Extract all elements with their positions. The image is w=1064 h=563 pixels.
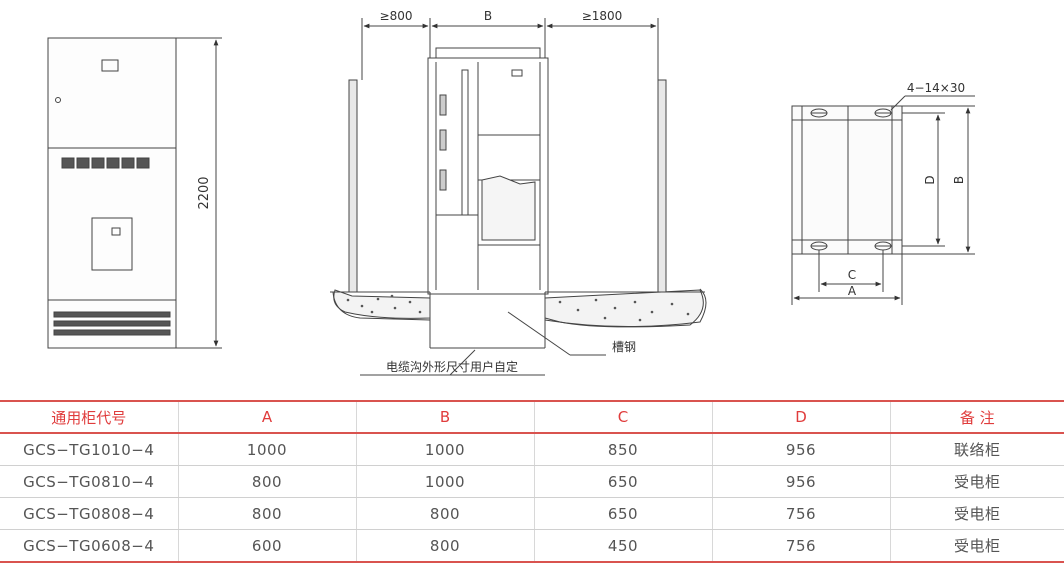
dimension-c-label: C (848, 268, 856, 282)
cell-b: 1000 (356, 433, 535, 466)
table-row: GCS−TG0608−4 600 800 450 756 受电柜 (0, 529, 1064, 563)
header-model: 通用柜代号 (0, 400, 179, 434)
header-c: C (534, 400, 713, 434)
vent-slots (53, 311, 171, 336)
header-d: D (712, 400, 891, 434)
base-plan-view (791, 95, 975, 305)
cell-a: 600 (178, 529, 357, 563)
table-row: GCS−TG0810−4 800 1000 650 956 受电柜 (0, 465, 1064, 498)
dimension-a-label: A (848, 284, 857, 298)
front-view (47, 37, 222, 349)
cell-b: 800 (356, 497, 535, 530)
dimension-spec-table: 通用柜代号 A B C D 备 注 GCS−TG1010−4 1000 1000… (0, 400, 1064, 563)
table-header-row: 通用柜代号 A B C D 备 注 (0, 400, 1064, 434)
hole-spec-label: 4−14×30 (907, 81, 965, 95)
cell-c: 650 (534, 465, 713, 498)
cell-remark: 受电柜 (890, 465, 1064, 498)
cell-d: 756 (712, 497, 891, 530)
cell-d: 956 (712, 433, 891, 466)
dimension-d-label: D (923, 175, 937, 184)
cell-b: 1000 (356, 465, 535, 498)
table-row: GCS−TG0808−4 800 800 650 756 受电柜 (0, 497, 1064, 530)
cell-a: 800 (178, 465, 357, 498)
width-b-label: B (484, 9, 492, 23)
cell-remark: 受电柜 (890, 497, 1064, 530)
cell-model: GCS−TG0810−4 (0, 465, 179, 498)
header-b: B (356, 400, 535, 434)
channel-steel-label: 槽钢 (612, 340, 636, 354)
cable-trench-note: 电缆沟外形尺寸用户自定 (386, 359, 518, 374)
header-remark: 备 注 (890, 400, 1064, 434)
dimension-b-label: B (952, 176, 966, 184)
cell-d: 956 (712, 465, 891, 498)
header-a: A (178, 400, 357, 434)
side-view (330, 18, 707, 376)
cell-c: 850 (534, 433, 713, 466)
cell-a: 1000 (178, 433, 357, 466)
table-row: GCS−TG1010−4 1000 1000 850 956 联络柜 (0, 433, 1064, 466)
technical-drawing: 2200 (47, 9, 975, 376)
height-dimension-label: 2200 (197, 176, 212, 209)
rear-clearance-label: ≥1800 (582, 9, 623, 23)
cell-c: 650 (534, 497, 713, 530)
cell-model: GCS−TG0808−4 (0, 497, 179, 530)
cell-b: 800 (356, 529, 535, 563)
cell-d: 756 (712, 529, 891, 563)
cell-remark: 受电柜 (890, 529, 1064, 563)
concrete-dots (346, 294, 690, 322)
cell-a: 800 (178, 497, 357, 530)
cell-remark: 联络柜 (890, 433, 1064, 466)
cell-model: GCS−TG0608−4 (0, 529, 179, 563)
front-clearance-label: ≥800 (380, 9, 413, 23)
cell-c: 450 (534, 529, 713, 563)
cell-model: GCS−TG1010−4 (0, 433, 179, 466)
indicator-row (61, 157, 150, 169)
